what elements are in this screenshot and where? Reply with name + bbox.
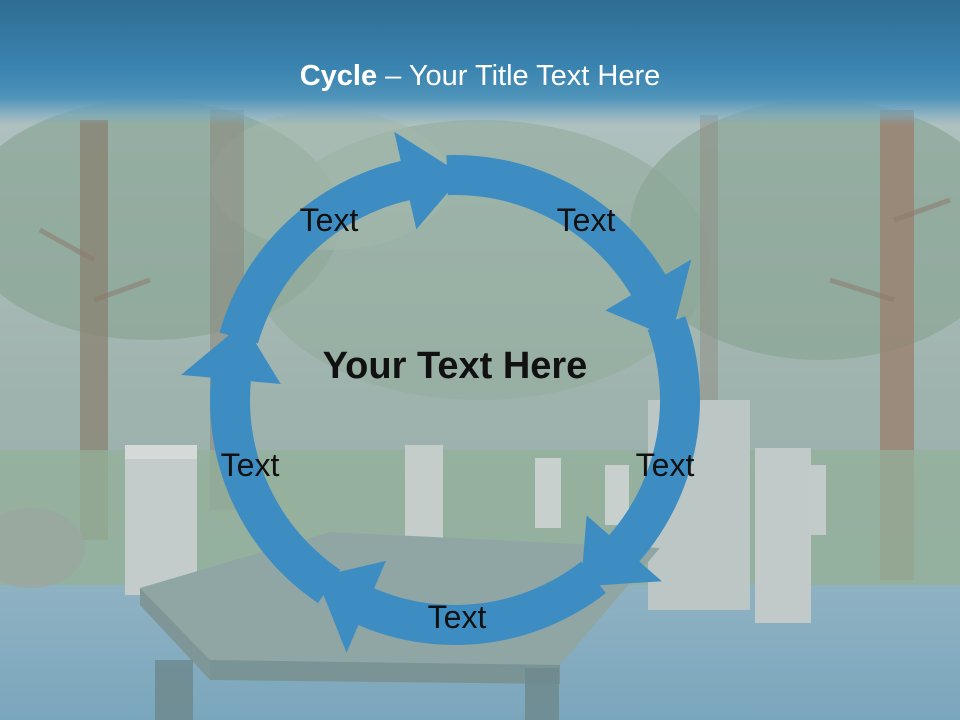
title-separator: –	[377, 60, 409, 92]
cycle-arrow-icon	[181, 323, 341, 604]
step-label-top-right[interactable]: Text	[556, 202, 616, 238]
cycle-arrow-icon	[446, 155, 692, 338]
cycle-arrow-icon	[219, 131, 463, 344]
title-bold: Cycle	[299, 60, 378, 92]
step-label-top-left[interactable]: Text	[299, 202, 359, 238]
step-label-bottom[interactable]: Text	[427, 599, 487, 635]
step-label-left[interactable]: Text	[220, 447, 280, 483]
cycle-arrow-icon	[316, 560, 606, 653]
step-label-right[interactable]: Text	[635, 447, 695, 483]
cycle-arrow-icon	[580, 316, 700, 587]
title-bar: Cycle – Your Title Text Here	[0, 0, 960, 125]
title-text: Your Title Text Here	[408, 60, 661, 92]
slide-title[interactable]: Cycle – Your Title Text Here	[0, 54, 960, 98]
center-text[interactable]: Your Text Here	[322, 345, 588, 387]
